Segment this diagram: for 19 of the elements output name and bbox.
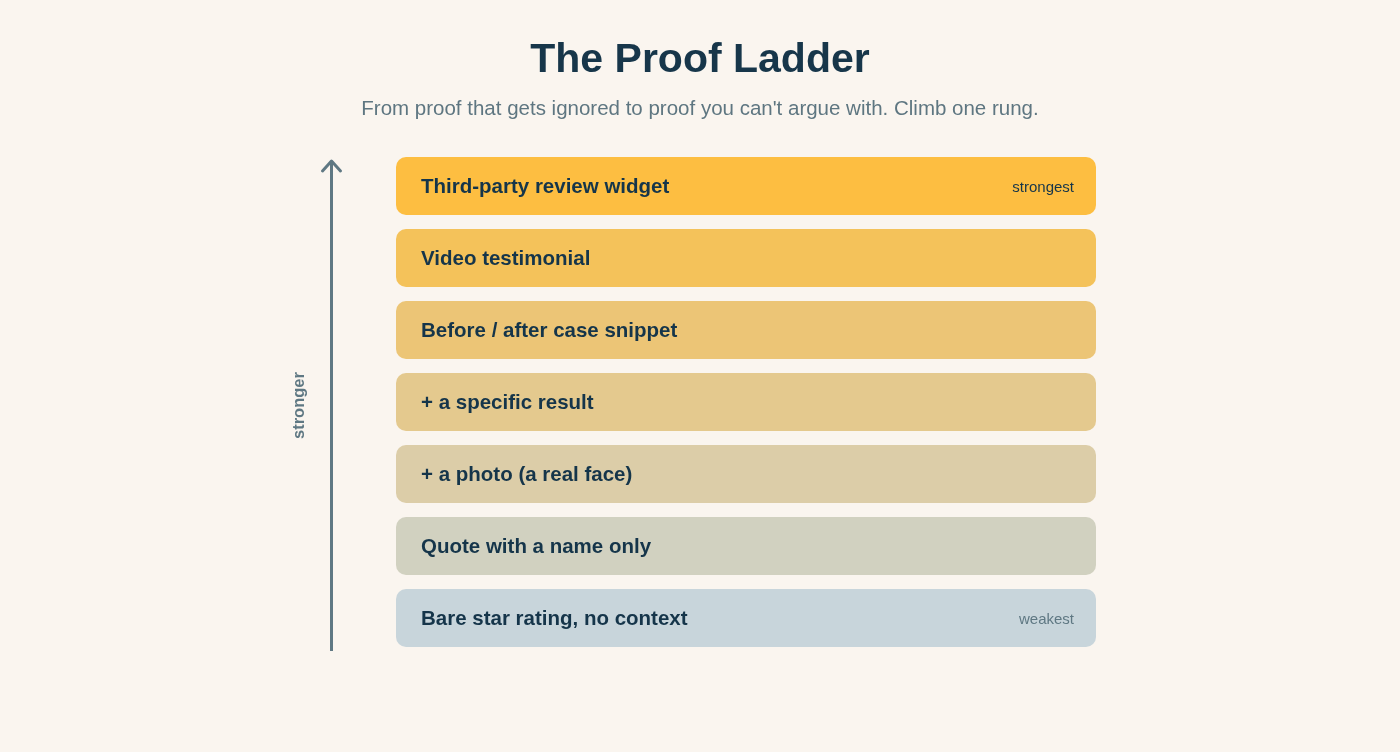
ladder-rung	[396, 301, 1096, 359]
ladder-rung	[396, 445, 1096, 503]
rung-label: + a specific result	[421, 390, 594, 414]
ladder-rung	[396, 589, 1096, 647]
strength-note: strongest	[1012, 177, 1074, 195]
rung-label: Third-party review widget	[421, 174, 670, 198]
ladder-rung	[396, 373, 1096, 431]
rung-label: Before / after case snippet	[421, 318, 678, 342]
rung-label: Bare star rating, no context	[421, 606, 688, 630]
rung-label: Quote with a name only	[421, 534, 652, 558]
rung-label: + a photo (a real face)	[421, 462, 633, 486]
strength-note: weakest	[1018, 609, 1074, 627]
ladder-rung	[396, 517, 1096, 575]
title: The Proof Ladder	[530, 34, 870, 83]
ladder-rung	[396, 229, 1096, 287]
subtitle: From proof that gets ignored to proof you can't argue with. Climb one rung.	[361, 95, 1039, 121]
ladder-rung	[396, 157, 1096, 215]
axis-label: stronger	[288, 371, 308, 439]
rung-label: Video testimonial	[421, 246, 591, 270]
